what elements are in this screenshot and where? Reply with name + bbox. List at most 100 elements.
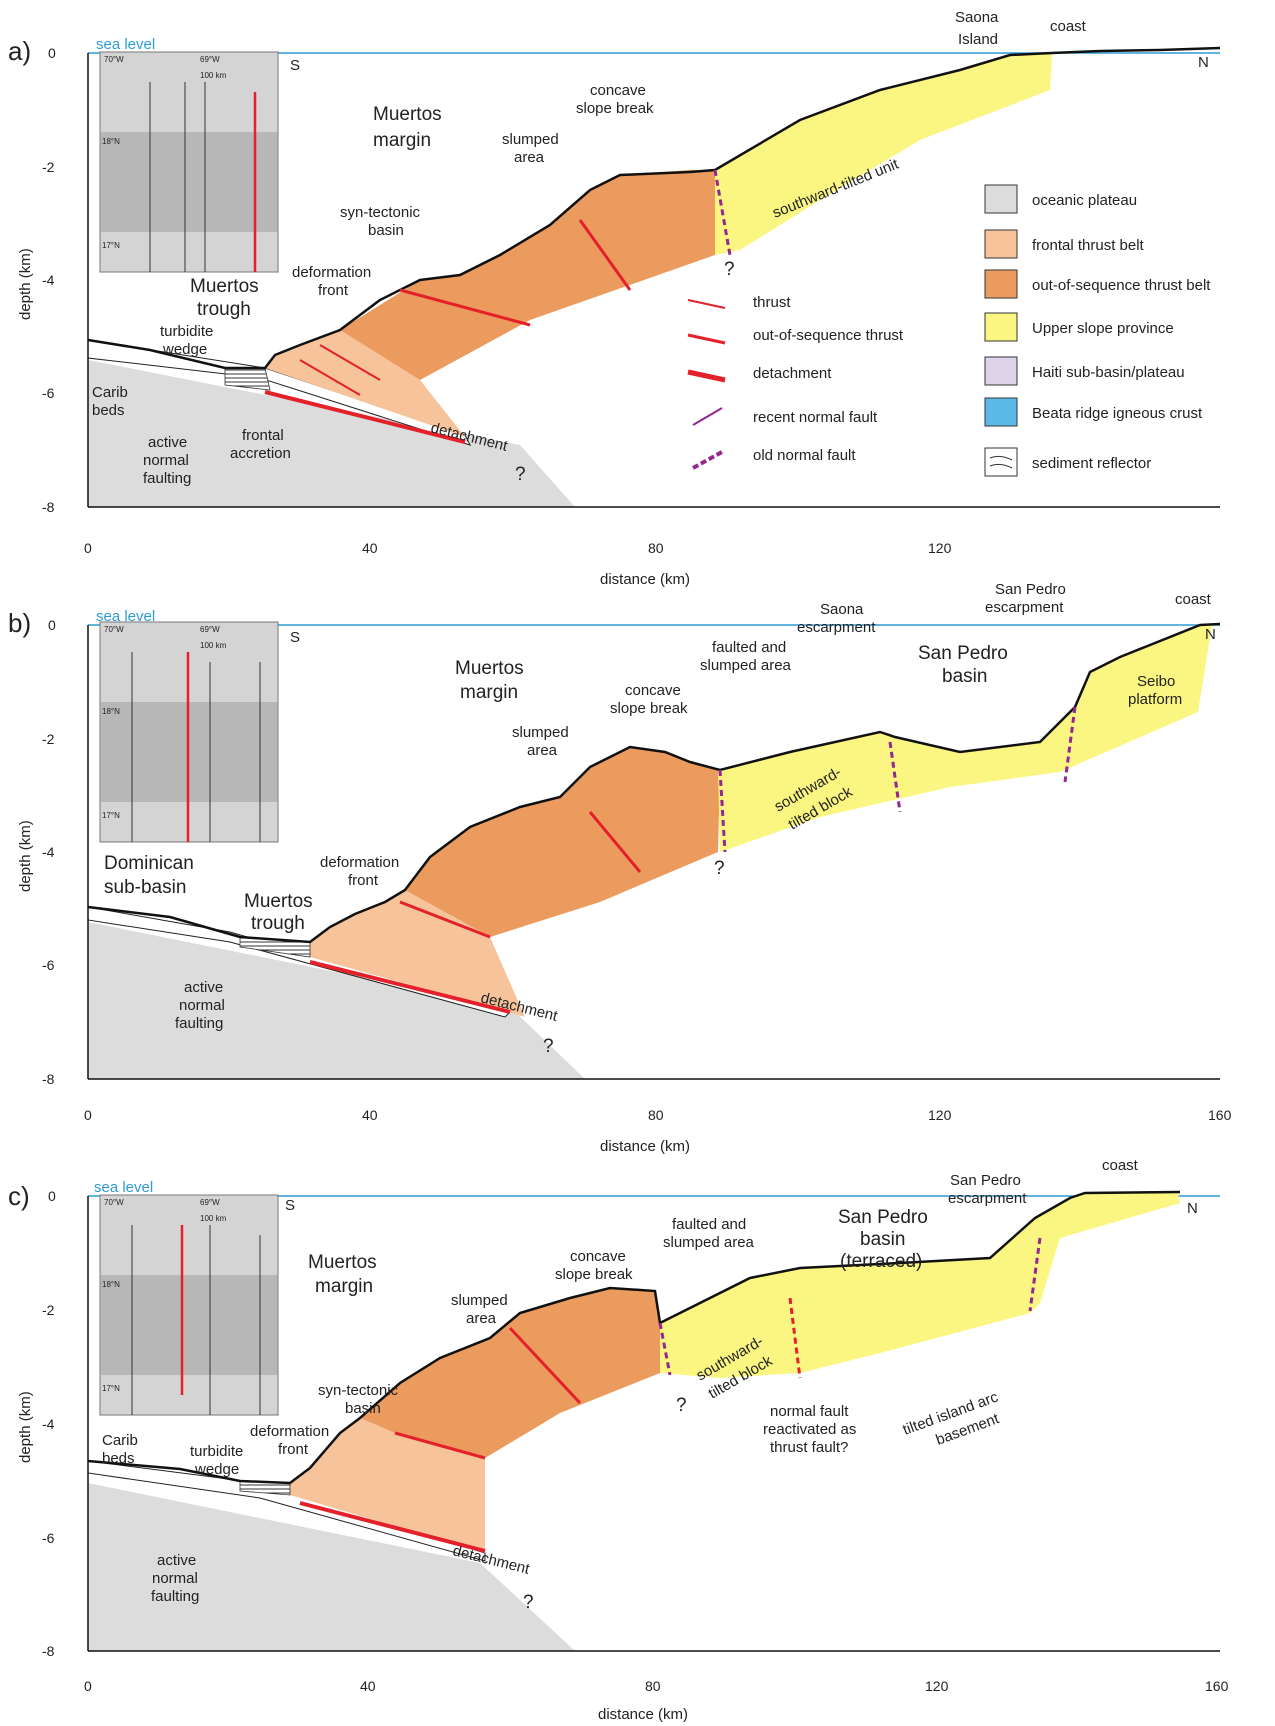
sea-level-label: sea level (96, 36, 155, 53)
seibo-label: platform (1128, 691, 1182, 708)
x-axis-label: distance (km) (600, 1138, 690, 1155)
legend-label: thrust (753, 294, 791, 311)
inset-scale: 100 km (200, 71, 227, 80)
deformation-front-label: front (348, 872, 379, 889)
legend-label: old normal fault (753, 447, 856, 464)
san-pedro-basin-label: San Pedro (838, 1207, 928, 1228)
frontal-accretion-label: frontal (242, 427, 284, 444)
saona-escarpment-label: Saona (820, 601, 864, 618)
north-label: N (1187, 1200, 1198, 1217)
y-tick-label: -6 (42, 957, 55, 973)
y-tick-labels: 0 -2 -4 -6 -8 (42, 45, 56, 515)
legend-symbol (693, 408, 722, 425)
y-tick-label: 0 (48, 617, 56, 633)
active-normal-label: faulting (143, 470, 191, 487)
muertos-trough-label: trough (197, 299, 251, 320)
question-mark: ? (724, 259, 735, 280)
active-normal-label: active (157, 1552, 196, 1569)
turbidite-label: turbidite (190, 1443, 243, 1460)
coast-label: coast (1175, 591, 1212, 608)
legend-label: oceanic plateau (1032, 192, 1137, 209)
slumped-label: slumped (502, 131, 559, 148)
x-tick-label: 120 (928, 540, 952, 556)
out-of-sequence-thrust-belt (340, 170, 715, 380)
y-tick-label: -2 (42, 159, 55, 175)
slumped-label: area (466, 1310, 497, 1327)
active-normal-label: active (148, 434, 187, 451)
carib-beds-label: beds (102, 1450, 135, 1467)
x-tick-label: 0 (84, 540, 92, 556)
south-label: S (290, 57, 300, 74)
legend-label: Beata ridge igneous crust (1032, 405, 1203, 422)
san-pedro-basin-label: basin (942, 666, 987, 687)
x-tick-label: 40 (360, 1678, 376, 1694)
syn-basin-label: syn-tectonic (318, 1382, 399, 1399)
active-normal-label: normal (179, 997, 225, 1014)
faulted-slumped-label: slumped area (663, 1234, 755, 1251)
inset-lon1: 70°W (104, 1198, 124, 1207)
coast-label: coast (1102, 1157, 1139, 1174)
x-tick-label: 160 (1208, 1107, 1232, 1123)
inset-lon2: 69°W (200, 55, 220, 64)
y-axis-label: depth (km) (17, 1391, 34, 1463)
x-tick-label: 0 (84, 1107, 92, 1123)
location-inset: 70°W 69°W 100 km 18°N 17°N (100, 622, 278, 842)
muertos-trough-fill (225, 368, 270, 390)
concave-break-label: concave (590, 82, 646, 99)
concave-break-label: slope break (610, 700, 688, 717)
slumped-label: area (514, 149, 545, 166)
legend-swatch (985, 230, 1017, 258)
question-mark: ? (676, 1395, 687, 1416)
inset-lon1: 70°W (104, 55, 124, 64)
faulted-slumped-label: faulted and (672, 1216, 746, 1233)
y-tick-label: -2 (42, 731, 55, 747)
active-normal-label: normal (143, 452, 189, 469)
y-tick-label: 0 (48, 1188, 56, 1204)
x-tick-label: 120 (928, 1107, 952, 1123)
active-normal-label: normal (152, 1570, 198, 1587)
concave-break-label: concave (570, 1248, 626, 1265)
carib-beds-label: beds (92, 402, 125, 419)
deformation-front-label: deformation (292, 264, 371, 281)
san-pedro-escarpment-label: escarpment (985, 599, 1064, 616)
question-mark: ? (714, 858, 725, 879)
syn-basin-label: basin (345, 1400, 381, 1417)
legend-label: sediment reflector (1032, 455, 1151, 472)
concave-break-label: slope break (555, 1266, 633, 1283)
x-axis-label: distance (km) (600, 571, 690, 588)
x-tick-labels: 0 40 80 120 (84, 540, 952, 556)
muertos-margin-label: Muertos (373, 104, 442, 125)
concave-break-label: slope break (576, 100, 654, 117)
deformation-front-label: front (318, 282, 349, 299)
x-tick-labels: 0 40 80 120 160 (84, 1678, 1229, 1694)
y-tick-labels: 0 -2 -4 -6 -8 (42, 1188, 56, 1659)
legend-swatch (985, 398, 1017, 426)
legend-swatch (985, 185, 1017, 213)
x-tick-label: 40 (362, 540, 378, 556)
south-label: S (290, 629, 300, 646)
y-tick-label: -8 (42, 1071, 55, 1087)
muertos-trough-label: trough (251, 913, 305, 934)
dominican-label: Dominican (104, 853, 194, 874)
turbidite-label: turbidite (160, 323, 213, 340)
x-tick-label: 80 (648, 540, 664, 556)
san-pedro-basin-label: basin (860, 1229, 905, 1250)
inset-scale: 100 km (200, 1214, 227, 1223)
faulted-slumped-label: slumped area (700, 657, 792, 674)
out-of-sequence-thrust-belt (405, 747, 720, 937)
syn-basin-label: basin (368, 222, 404, 239)
active-normal-label: faulting (175, 1015, 223, 1032)
y-tick-label: -4 (42, 272, 55, 288)
muertos-margin-label: Muertos (308, 1252, 377, 1273)
x-axis-label: distance (km) (598, 1706, 688, 1723)
x-tick-label: 40 (362, 1107, 378, 1123)
san-pedro-escarpment-label: San Pedro (950, 1172, 1021, 1189)
turbidite-label: wedge (194, 1461, 239, 1478)
muertos-trough-label: Muertos (190, 276, 259, 297)
question-mark: ? (523, 1592, 534, 1613)
x-tick-label: 80 (648, 1107, 664, 1123)
concave-break-label: concave (625, 682, 681, 699)
y-tick-label: 0 (48, 45, 56, 61)
y-tick-label: -8 (42, 499, 55, 515)
inset-lat1: 18°N (102, 137, 120, 146)
